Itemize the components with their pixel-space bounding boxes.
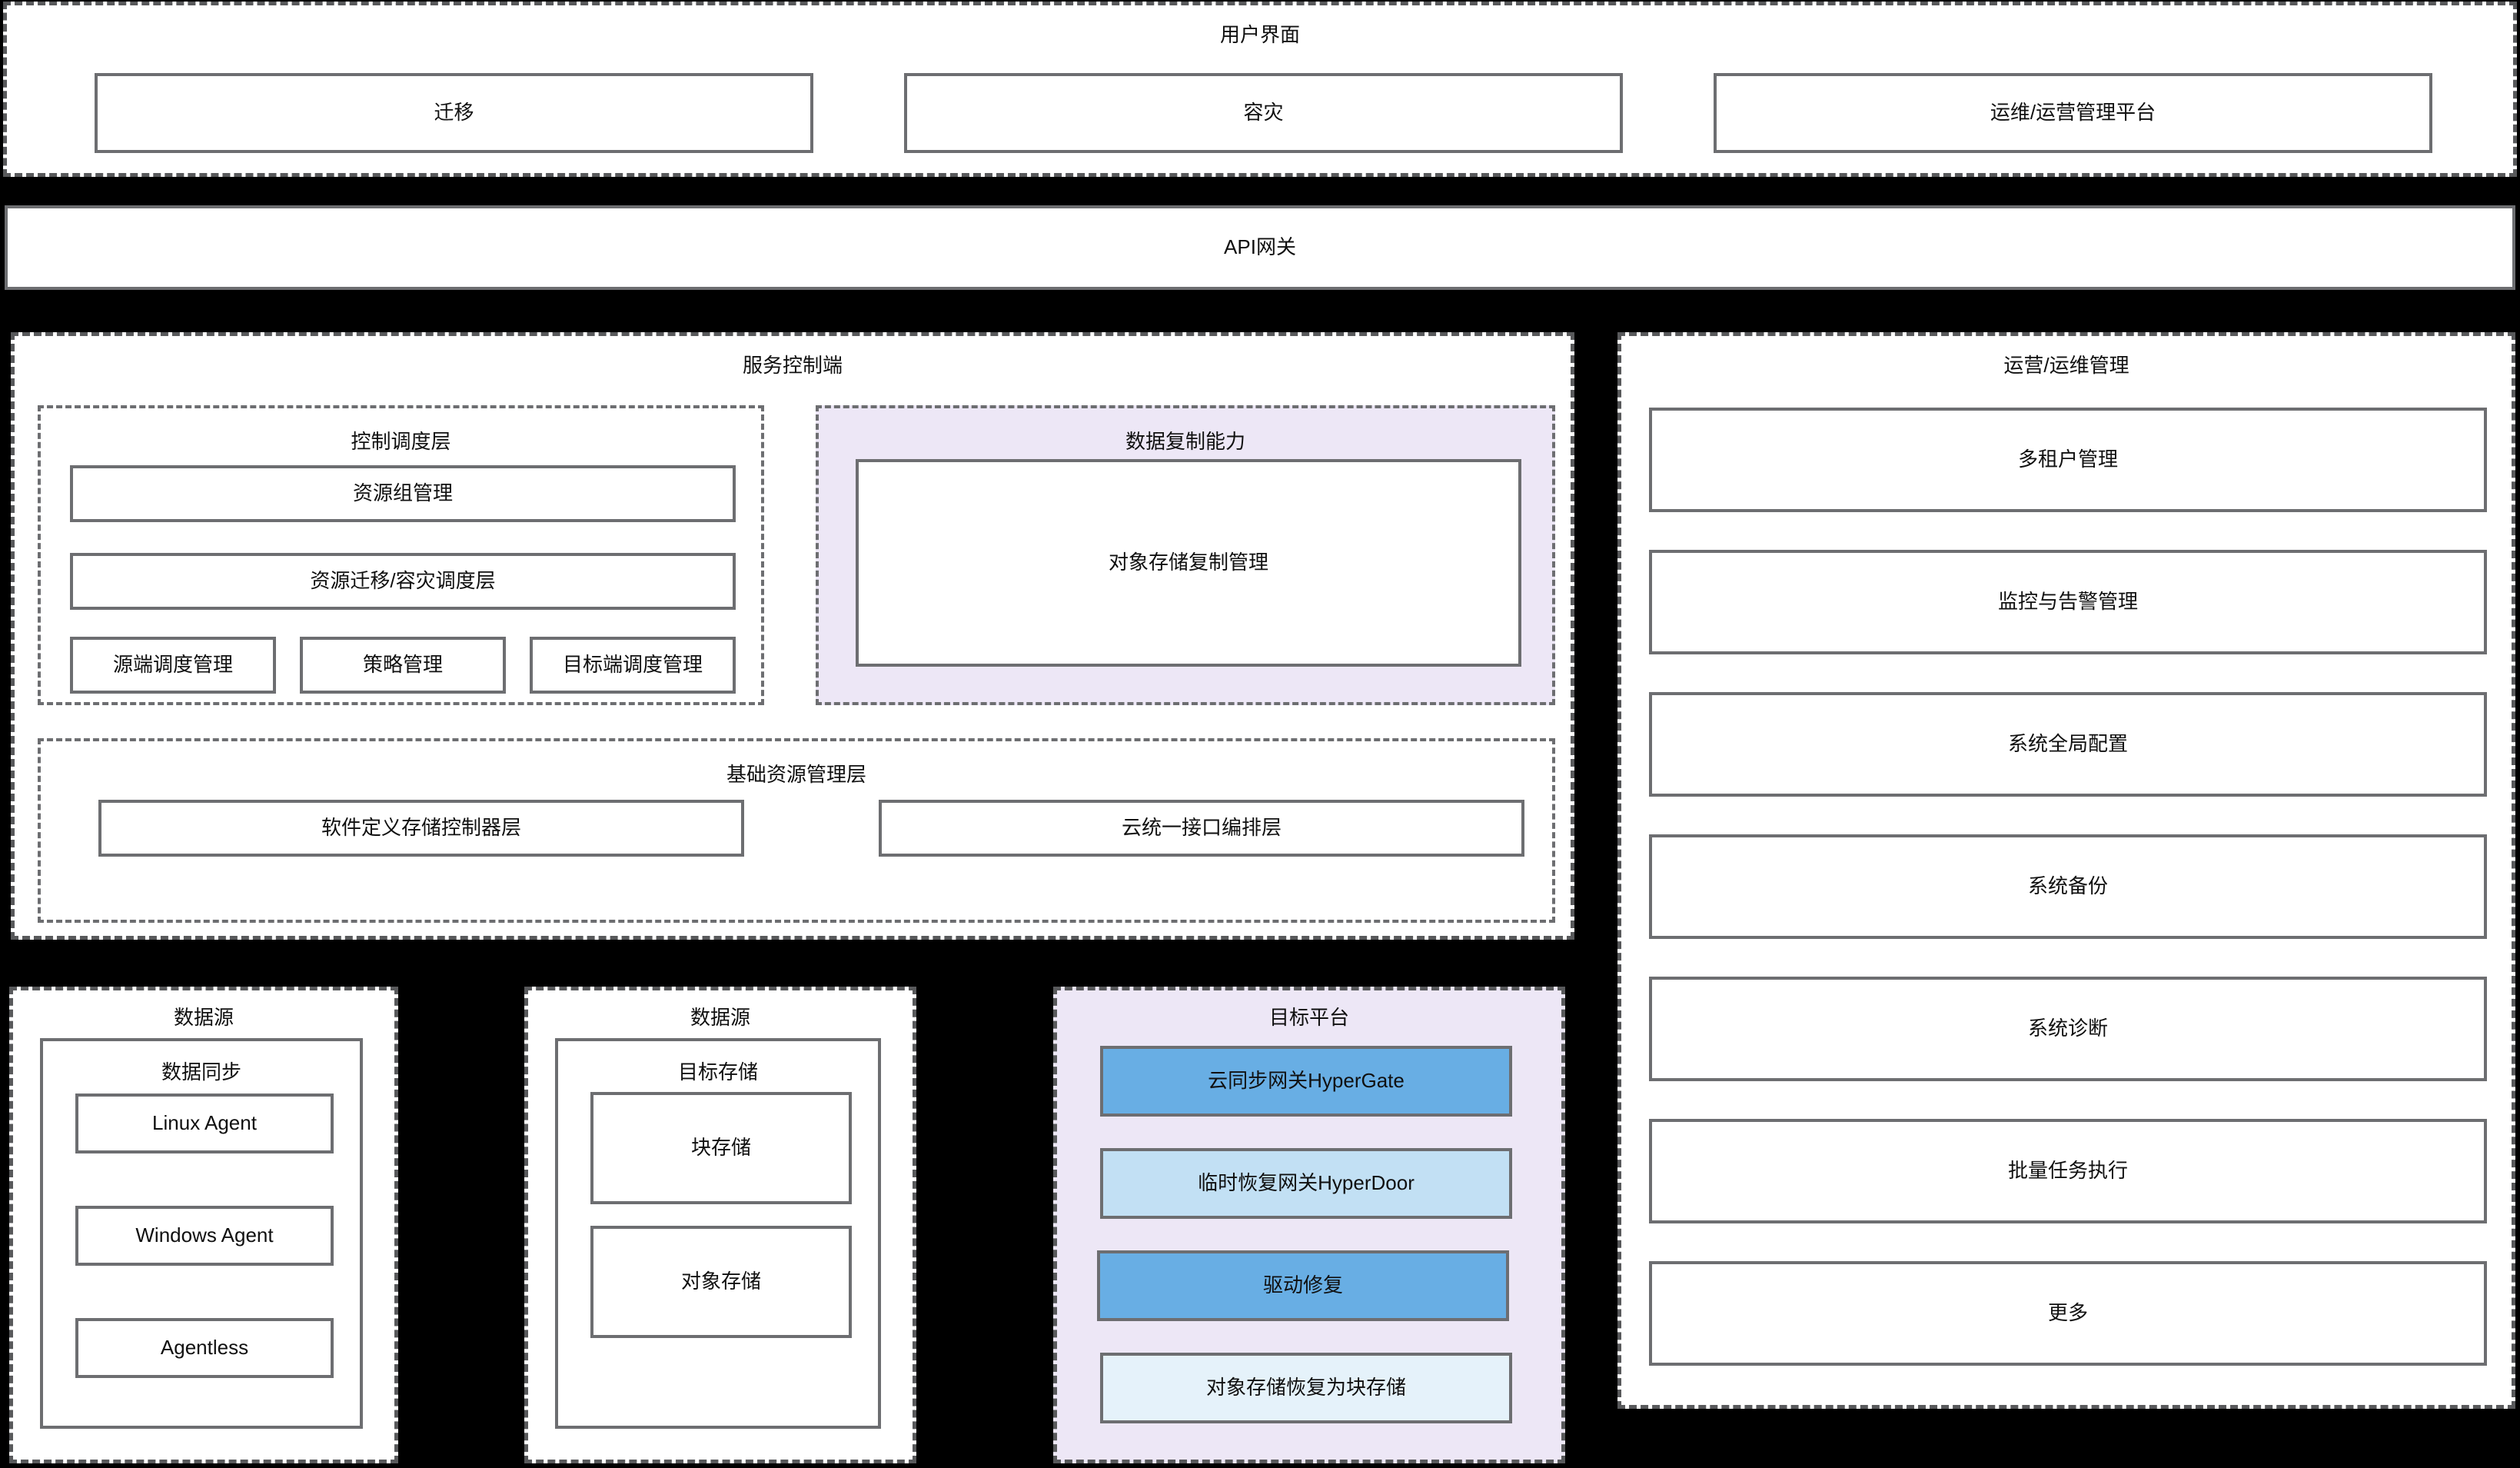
linux-agent-box[interactable]: Linux Agent [75, 1094, 334, 1153]
system-diagnostics-box[interactable]: 系统诊断 [1649, 977, 2487, 1081]
source-scheduling-management-box[interactable]: 源端调度管理 [70, 637, 276, 694]
multi-tenant-management-box[interactable]: 多租户管理 [1649, 408, 2487, 512]
system-global-config-box[interactable]: 系统全局配置 [1649, 692, 2487, 797]
agentless-box[interactable]: Agentless [75, 1318, 334, 1378]
batch-task-execution-box[interactable]: 批量任务执行 [1649, 1119, 2487, 1223]
ui-item-disaster-recovery[interactable]: 容灾 [904, 73, 1623, 153]
software-defined-storage-controller-box[interactable]: 软件定义存储控制器层 [98, 800, 744, 857]
user-interface-title: 用户界面 [1219, 23, 1300, 46]
monitoring-alarm-management-box[interactable]: 监控与告警管理 [1649, 550, 2487, 654]
more-box[interactable]: 更多 [1649, 1261, 2487, 1366]
ops-management-panel: 运营/运维管理 多租户管理 监控与告警管理 系统全局配置 系统备份 系统诊断 批… [1617, 332, 2515, 1409]
windows-agent-box[interactable]: Windows Agent [75, 1206, 334, 1266]
object-storage-replication-management-box[interactable]: 对象存储复制管理 [856, 459, 1521, 667]
base-resource-title: 基础资源管理层 [726, 763, 866, 786]
target-platform-title: 目标平台 [1268, 1006, 1349, 1029]
driver-repair-box[interactable]: 驱动修复 [1097, 1250, 1509, 1321]
data-sync-title: 数据同步 [161, 1060, 241, 1084]
control-scheduling-title: 控制调度层 [351, 430, 451, 453]
object-storage-box[interactable]: 对象存储 [590, 1226, 852, 1338]
control-scheduling-group: 控制调度层 资源组管理 资源迁移/容灾调度层 源端调度管理 策略管理 目标端调度… [38, 405, 764, 705]
service-control-panel: 服务控制端 控制调度层 资源组管理 资源迁移/容灾调度层 源端调度管理 策略管理… [11, 332, 1574, 940]
data-source-agents-title: 数据源 [173, 1006, 234, 1029]
target-scheduling-management-box[interactable]: 目标端调度管理 [530, 637, 736, 694]
data-source-storage-title: 数据源 [690, 1006, 750, 1029]
user-interface-panel: 用户界面 迁移 容灾 运维/运营管理平台 [3, 2, 2517, 177]
cloud-unified-api-orchestration-box[interactable]: 云统一接口编排层 [879, 800, 1524, 857]
target-platform-panel: 目标平台 云同步网关HyperGate 临时恢复网关HyperDoor 驱动修复… [1053, 987, 1565, 1463]
data-replication-group: 数据复制能力 对象存储复制管理 [816, 405, 1555, 705]
policy-management-box[interactable]: 策略管理 [300, 637, 506, 694]
service-control-title: 服务控制端 [742, 354, 843, 377]
hypergate-box[interactable]: 云同步网关HyperGate [1100, 1046, 1512, 1117]
block-storage-box[interactable]: 块存储 [590, 1092, 852, 1204]
resource-group-management-box[interactable]: 资源组管理 [70, 465, 736, 522]
base-resource-group: 基础资源管理层 软件定义存储控制器层 云统一接口编排层 [38, 738, 1555, 923]
ops-management-title: 运营/运维管理 [2003, 354, 2129, 377]
target-storage-title: 目标存储 [677, 1060, 758, 1084]
data-replication-title: 数据复制能力 [1125, 430, 1245, 453]
target-storage-group: 目标存储 块存储 对象存储 [555, 1038, 881, 1429]
api-gateway-box[interactable]: API网关 [5, 205, 2515, 290]
data-sync-group: 数据同步 Linux Agent Windows Agent Agentless [40, 1038, 363, 1429]
hyperdoor-box[interactable]: 临时恢复网关HyperDoor [1100, 1148, 1512, 1219]
data-source-agents-panel: 数据源 数据同步 Linux Agent Windows Agent Agent… [9, 987, 398, 1463]
data-source-storage-panel: 数据源 目标存储 块存储 对象存储 [524, 987, 916, 1463]
ui-item-ops-platform[interactable]: 运维/运营管理平台 [1714, 73, 2432, 153]
object-to-block-restore-box[interactable]: 对象存储恢复为块存储 [1100, 1353, 1512, 1423]
system-backup-box[interactable]: 系统备份 [1649, 834, 2487, 939]
ui-item-migration[interactable]: 迁移 [95, 73, 813, 153]
resource-migration-dr-scheduling-box[interactable]: 资源迁移/容灾调度层 [70, 553, 736, 610]
